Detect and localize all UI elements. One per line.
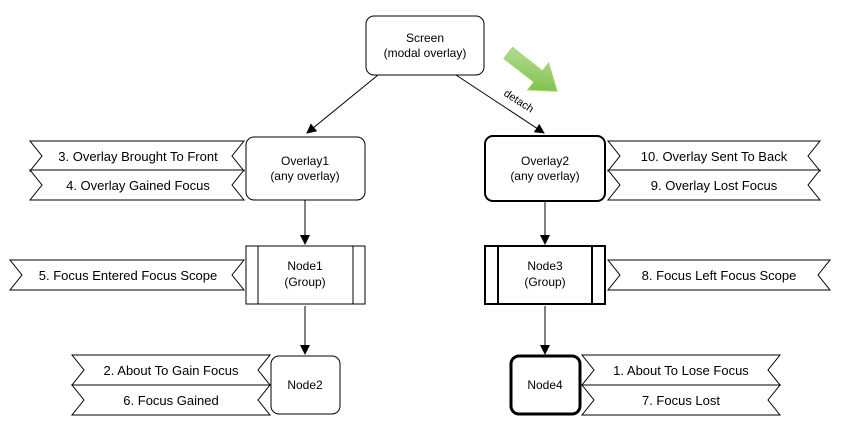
- event-tag-label: 5. Focus Entered Focus Scope: [39, 268, 217, 283]
- edge-screen-overlay1: [306, 74, 379, 134]
- screen-node-title: Screen: [406, 31, 444, 45]
- event-tag-about-to-gain-focus: 2. About To Gain Focus: [70, 354, 272, 386]
- node3-title: Node3: [527, 259, 563, 273]
- node1-title: Node1: [287, 259, 323, 273]
- green-diagonal-arrow-icon: [503, 46, 558, 92]
- overlay1-node-title: Overlay1: [281, 154, 329, 168]
- node1-group[interactable]: Node1 (Group): [245, 245, 366, 305]
- event-tag-label: 7. Focus Lost: [642, 393, 720, 408]
- event-tag-label: 10. Overlay Sent To Back: [641, 149, 788, 164]
- screen-node[interactable]: Screen (modal overlay): [365, 15, 485, 76]
- node4-node[interactable]: Node4: [509, 354, 582, 416]
- event-tag-about-to-lose-focus: 1. About To Lose Focus: [580, 354, 782, 386]
- node3-group[interactable]: Node3 (Group): [484, 245, 606, 305]
- event-tag-label: 4. Overlay Gained Focus: [66, 178, 210, 193]
- node3-subtitle: (Group): [524, 275, 565, 289]
- event-tag-focus-entered-scope: 5. Focus Entered Focus Scope: [8, 259, 246, 291]
- node2-node[interactable]: Node2: [270, 355, 341, 415]
- overlay1-node[interactable]: Overlay1 (any overlay): [245, 136, 366, 201]
- event-tag-label: 8. Focus Left Focus Scope: [642, 268, 797, 283]
- overlay2-node[interactable]: Overlay2 (any overlay): [484, 135, 606, 202]
- overlay2-node-title: Overlay2: [521, 154, 569, 168]
- event-tag-label: 9. Overlay Lost Focus: [651, 178, 778, 193]
- event-tag-overlay-brought-to-front: 3. Overlay Brought To Front: [28, 140, 246, 172]
- node1-subtitle: (Group): [284, 275, 325, 289]
- event-tag-focus-lost: 7. Focus Lost: [580, 384, 782, 416]
- edge-label-detach: detach: [501, 87, 535, 115]
- event-tag-overlay-sent-to-back: 10. Overlay Sent To Back: [606, 140, 822, 172]
- overlay1-node-subtitle: (any overlay): [270, 169, 339, 183]
- event-tag-label: 1. About To Lose Focus: [613, 363, 749, 378]
- event-tag-label: 3. Overlay Brought To Front: [58, 149, 218, 164]
- node4-title: Node4: [527, 378, 563, 392]
- event-tag-label: 2. About To Gain Focus: [104, 363, 239, 378]
- event-tag-overlay-lost-focus: 9. Overlay Lost Focus: [606, 169, 822, 201]
- node2-title: Node2: [287, 378, 323, 392]
- screen-node-subtitle: (modal overlay): [384, 46, 467, 60]
- edge-screen-overlay2: [455, 74, 545, 134]
- event-tag-overlay-gained-focus: 4. Overlay Gained Focus: [28, 169, 246, 201]
- event-tag-label: 6. Focus Gained: [123, 393, 218, 408]
- overlay2-node-subtitle: (any overlay): [510, 169, 579, 183]
- event-tag-focus-gained: 6. Focus Gained: [70, 384, 272, 416]
- event-tag-focus-left-scope: 8. Focus Left Focus Scope: [606, 259, 832, 291]
